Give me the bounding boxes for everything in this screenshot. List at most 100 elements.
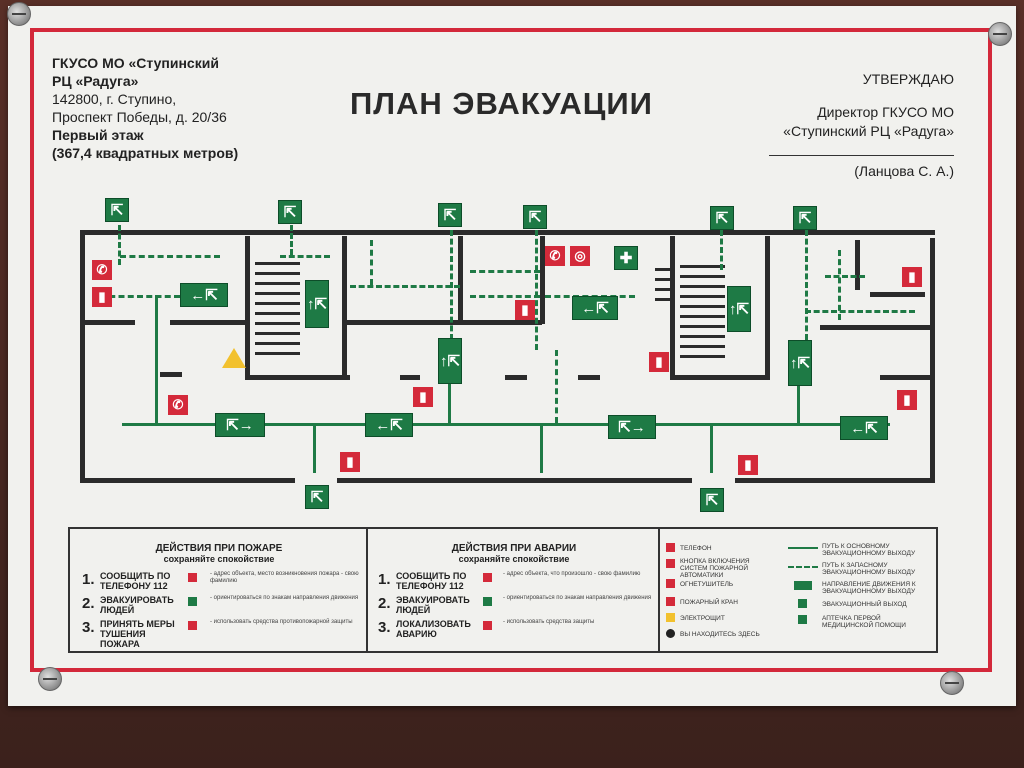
fire-actions-subtitle: сохраняйте спокойствие — [163, 554, 275, 564]
approve-label: УТВЕРЖДАЮ — [862, 71, 954, 87]
step-label: ЛОКАЛИЗОВАТЬ АВАРИЮ — [396, 619, 471, 639]
exit-icon: ⇱ — [278, 200, 302, 224]
wall — [540, 236, 545, 324]
wall — [245, 375, 350, 380]
wall — [458, 236, 463, 324]
fire-actions-column: ДЕЙСТВИЯ ПРИ ПОЖАРЕ сохраняйте спокойств… — [70, 529, 368, 651]
spare-evacuation-path — [450, 230, 453, 340]
direction-up-arrow-icon: ↑⇱ — [788, 340, 812, 386]
screw-icon — [988, 22, 1012, 46]
fire-extinguisher-icon: ▮ — [649, 352, 669, 372]
director-name: (Ланцова С. А.) — [854, 163, 954, 179]
address-line: Проспект Победы, д. 20/36 — [52, 109, 227, 125]
spare-evacuation-path — [100, 295, 180, 298]
wall — [245, 236, 250, 380]
staircase — [255, 262, 300, 357]
direction-right-arrow-icon: ⇱→ — [215, 413, 265, 437]
spare-evacuation-path — [370, 240, 373, 285]
legend-main-path-label: ПУТЬ К ОСНОВНОМУ ЭВАКУАЦИОННОМУ ВЫХОДУ — [822, 543, 916, 557]
spare-evacuation-path — [805, 230, 808, 340]
wall — [880, 375, 930, 380]
step-note: - адрес объекта, место возникновения пож… — [210, 571, 359, 584]
exit-icon: ⇱ — [305, 485, 329, 509]
wall — [870, 292, 925, 297]
phone-icon: ✆ — [545, 246, 565, 266]
you-are-here-icon — [666, 629, 675, 638]
address-line: 142800, г. Ступино, — [52, 91, 177, 107]
fire-button-icon — [666, 559, 675, 568]
main-evacuation-path — [540, 423, 543, 473]
direction-left-arrow-icon: ←⇱ — [180, 283, 228, 307]
fire-extinguisher-icon — [188, 621, 197, 630]
fire-button-icon: ◎ — [570, 246, 590, 266]
exit-icon — [188, 597, 197, 606]
symbols-column: ТЕЛЕФОН КНОПКА ВКЛЮЧЕНИЯ СИСТЕМ ПОЖАРНОЙ… — [660, 529, 936, 651]
exit-icon: ⇱ — [700, 488, 724, 512]
main-evacuation-path — [448, 372, 451, 423]
step-number: 1. — [378, 571, 391, 588]
spare-evacuation-path — [470, 270, 540, 273]
spare-evacuation-path — [838, 250, 841, 320]
director-title: Директор ГКУСО МО — [817, 104, 954, 120]
electric-hazard-icon — [222, 348, 246, 368]
main-evacuation-path — [710, 423, 713, 473]
legend-direction-label: НАПРАВЛЕНИЕ ДВИЖЕНИЯ К ЭВАКУАЦИОННОМУ ВЫ… — [822, 581, 916, 595]
spare-evacuation-path — [280, 255, 330, 258]
wall — [170, 320, 250, 325]
main-path-sample — [788, 547, 818, 549]
fire-extinguisher-icon: ▮ — [515, 300, 535, 320]
wall — [342, 236, 347, 380]
approval-block: УТВЕРЖДАЮ Директор ГКУСО МО «Ступинский … — [769, 70, 954, 181]
step-number: 3. — [378, 619, 391, 636]
wall — [80, 230, 85, 482]
wall — [80, 230, 935, 235]
step-note: - ориентироваться по знакам направления … — [210, 595, 359, 601]
area-label: (367,4 квадратных метров) — [52, 145, 239, 161]
legend-exit-label: ЭВАКУАЦИОННЫЙ ВЫХОД — [822, 601, 907, 608]
page-title: ПЛАН ЭВАКУАЦИИ — [350, 86, 653, 121]
staircase — [655, 268, 673, 308]
legend-here-label: ВЫ НАХОДИТЕСЬ ЗДЕСЬ — [680, 631, 760, 638]
step-number: 2. — [82, 595, 95, 612]
phone-icon: ✆ — [168, 395, 188, 415]
spare-evacuation-path — [470, 295, 540, 298]
accident-actions-column: ДЕЙСТВИЯ ПРИ АВАРИИ сохраняйте спокойств… — [368, 529, 660, 651]
fire-button-icon — [483, 621, 492, 630]
main-evacuation-path — [313, 423, 316, 473]
fire-extinguisher-icon: ▮ — [897, 390, 917, 410]
step-label: СООБЩИТЬ ПО ТЕЛЕФОНУ 112 — [396, 571, 467, 591]
accident-actions-title: ДЕЙСТВИЯ ПРИ АВАРИИ — [451, 543, 577, 554]
org-name: ГКУСО МО «Ступинский — [52, 55, 219, 71]
direction-right-arrow-icon: ⇱→ — [608, 415, 656, 439]
evacuation-plan-sign — [8, 6, 1016, 706]
wall — [855, 240, 860, 290]
exit-icon — [483, 597, 492, 606]
wall — [578, 375, 600, 380]
direction-left-arrow-icon: ←⇱ — [840, 416, 888, 440]
spare-evacuation-path — [350, 285, 460, 288]
spare-evacuation-path — [805, 310, 915, 313]
step-number: 3. — [82, 619, 95, 636]
step-number: 1. — [82, 571, 95, 588]
director-org: «Ступинский РЦ «Радуга» — [783, 123, 954, 139]
step-note: - ориентироваться по знакам направления … — [503, 595, 652, 601]
legend: ДЕЙСТВИЯ ПРИ ПОЖАРЕ сохраняйте спокойств… — [68, 527, 938, 653]
fire-extinguisher-icon: ▮ — [413, 387, 433, 407]
wall — [160, 372, 182, 377]
wall — [505, 375, 527, 380]
legend-spare-path-label: ПУТЬ К ЗАПАСНОМУ ЭВАКУАЦИОННОМУ ВЫХОДУ — [822, 562, 916, 576]
wall — [670, 375, 770, 380]
fire-extinguisher-icon: ▮ — [738, 455, 758, 475]
exit-icon: ⇱ — [710, 206, 734, 230]
spare-evacuation-path — [118, 225, 121, 265]
fire-actions-title: ДЕЙСТВИЯ ПРИ ПОЖАРЕ — [155, 543, 283, 554]
screw-icon — [7, 2, 31, 26]
red-frame — [30, 28, 992, 672]
organization-block: ГКУСО МО «Ступинский РЦ «Радуга» 142800,… — [52, 54, 238, 162]
wall — [80, 478, 295, 483]
wall — [670, 236, 675, 380]
spare-evacuation-path — [535, 230, 538, 350]
wall — [930, 238, 935, 482]
wall — [85, 320, 135, 325]
legend-phone-label: ТЕЛЕФОН — [680, 545, 712, 552]
